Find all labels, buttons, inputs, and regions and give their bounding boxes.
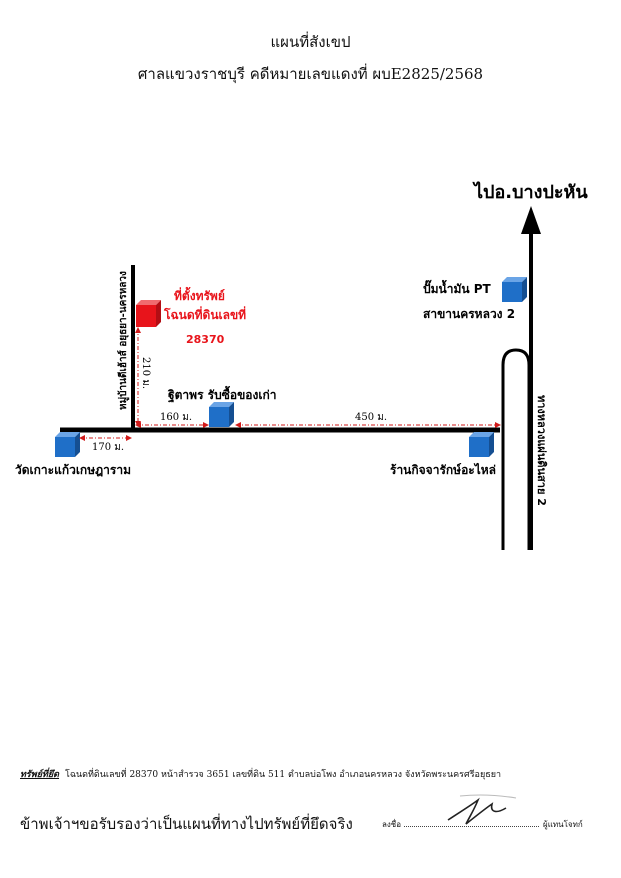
distance-170-label: 170 ม.: [92, 442, 124, 453]
signer-role: ผู้แทนโจทก์: [543, 820, 583, 829]
property-heading: ทรัพย์ที่ยึด: [20, 770, 60, 780]
certification-text: ข้าพเจ้าฯขอรับรองว่าเป็นแผนที่ทางไปทรัพย…: [20, 815, 353, 833]
seized-property-line: ทรัพย์ที่ยึด โฉนดที่ดินเลขที่ 28370 หน้าส…: [20, 767, 501, 781]
junk-shop-box: [209, 402, 234, 427]
distance-450-label: 450 ม.: [355, 412, 387, 423]
property-detail: โฉนดที่ดินเลขที่ 28370 หน้าสำรวจ 3651 เล…: [65, 770, 502, 780]
property-box: [136, 300, 161, 327]
property-label-1: ที่ตั้งทรัพย์: [174, 286, 225, 303]
north-arrow-head: [521, 206, 541, 234]
junk-shop-label: ฐิตาพร รับซื้อของเก่า: [168, 385, 277, 403]
signature-line: [404, 826, 539, 827]
temple-box: [55, 432, 80, 457]
gas-station-box: [502, 277, 527, 302]
distance-160-label: 160 ม.: [160, 412, 192, 423]
gas-station-label-2: สาขานครหลวง 2: [423, 307, 515, 321]
gas-station-label-1: ปั๊มน้ำมัน PT: [423, 279, 492, 296]
property-deed-number: 28370: [186, 333, 225, 346]
highway-u-turn: [501, 348, 531, 550]
property-label-2: โฉนดที่ดินเลขที่: [163, 306, 246, 322]
arrow-destination-label: ไปอ.บางปะหัน: [472, 181, 588, 203]
parts-shop-box: [469, 432, 494, 457]
signature: [440, 790, 520, 834]
distance-210-label: 210 ม.: [140, 357, 151, 389]
parts-shop-label: ร้านกิจจารักษ์อะไหล่: [390, 462, 496, 477]
highway-label: ทางหลวงแผ่นดินสาย 2: [535, 395, 548, 506]
village-road-label: หมู่บ้านดีเฮ้าส์ อยุธยา-นครหลวง: [117, 271, 130, 410]
sign-label: ลงชื่อ: [382, 820, 402, 829]
page-subtitle: ศาลแขวงราชบุรี คดีหมายเลขแดงที่ ผบE2825/…: [137, 65, 484, 83]
page-title: แผนที่สังเขป: [270, 33, 351, 51]
temple-label: วัดเกาะแก้วเกษฎาราม: [15, 463, 131, 477]
